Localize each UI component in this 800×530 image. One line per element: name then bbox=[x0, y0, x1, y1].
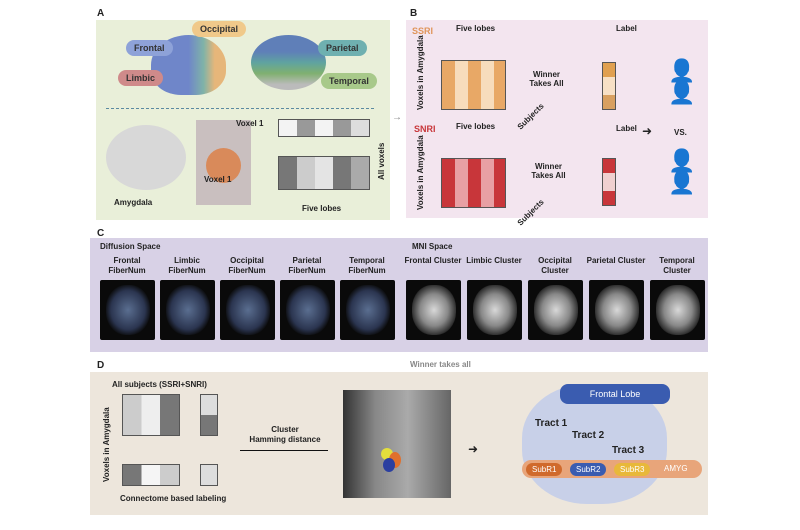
fiber-label: Temporal FiberNum bbox=[348, 256, 386, 275]
voxel-label-2: Voxel 1 bbox=[204, 175, 232, 184]
label-matrix-bottom bbox=[122, 464, 180, 486]
lobe-occipital: Occipital bbox=[192, 21, 247, 37]
arrow-cluster-icon bbox=[240, 450, 328, 451]
diffusion-brain-image bbox=[100, 280, 155, 340]
connector-line bbox=[106, 108, 374, 109]
arrow-result-icon: ➜ bbox=[468, 442, 479, 456]
tract-1-label: Tract 1 bbox=[535, 418, 568, 429]
mri-coronal-image bbox=[343, 390, 451, 498]
all-voxels-label: All voxels bbox=[377, 142, 386, 180]
voxels-amygdala-label: Voxels in Amygdala bbox=[102, 407, 111, 482]
label-matrix-bottom-right bbox=[200, 464, 218, 486]
brain-schematic-image bbox=[522, 384, 667, 504]
subregion-1: SubR1 bbox=[526, 463, 563, 476]
amyg-label: AMYG bbox=[664, 464, 688, 473]
label-matrix-top-right bbox=[200, 394, 218, 436]
mni-brain-image bbox=[406, 280, 461, 340]
diffusion-space-label: Diffusion Space bbox=[100, 242, 161, 251]
panel-label-d: D bbox=[97, 360, 105, 371]
snri-label: SNRI bbox=[414, 124, 436, 134]
brain-lateral-image bbox=[251, 35, 326, 90]
diffusion-brain-image bbox=[160, 280, 215, 340]
subjects-ssri: Subjects bbox=[515, 101, 546, 132]
panel-c: Diffusion Space MNI Space Frontal FiberN… bbox=[90, 238, 708, 352]
cluster-label: Frontal Cluster bbox=[404, 256, 462, 265]
ssri-label: SSRI bbox=[412, 26, 434, 36]
cluster-label: Parietal Cluster bbox=[586, 256, 646, 265]
vs-label: VS. bbox=[674, 128, 687, 137]
lobe-frontal: Frontal bbox=[126, 40, 173, 56]
lobe-limbic: Limbic bbox=[118, 70, 164, 86]
winner-ssri: Winner Takes All bbox=[529, 70, 564, 88]
five-lobes-label: Five lobes bbox=[302, 204, 342, 213]
mni-brain-image bbox=[467, 280, 522, 340]
panel-a: Frontal Occipital Parietal Limbic Tempor… bbox=[96, 20, 390, 220]
arrow-a-b-icon: → bbox=[392, 112, 402, 123]
label-matrix-top bbox=[122, 394, 180, 436]
cluster-label: Temporal Cluster bbox=[659, 256, 695, 275]
connectome-labeling-label: Connectome based labeling bbox=[120, 494, 227, 503]
ssri-label-column bbox=[602, 62, 616, 110]
amygdala-label: Amygdala bbox=[114, 198, 153, 207]
mni-space-label: MNI Space bbox=[412, 242, 453, 251]
amygdala-zoom-image bbox=[196, 120, 251, 205]
panel-label-b: B bbox=[410, 8, 418, 19]
label-ssri: Label bbox=[616, 24, 637, 33]
winner-snri: Winner Takes All bbox=[531, 162, 566, 180]
voxel-row bbox=[278, 119, 370, 137]
voxels-snri-label: Voxels in Amygdala bbox=[416, 135, 425, 210]
amyg-bar bbox=[522, 460, 702, 478]
mni-brain-image bbox=[528, 280, 583, 340]
cluster-label: Occipital Cluster bbox=[538, 256, 572, 275]
snri-matrix bbox=[441, 158, 506, 208]
hamming-label: Hamming distance bbox=[249, 435, 321, 444]
mni-brain-image bbox=[589, 280, 644, 340]
diffusion-brain-image bbox=[280, 280, 335, 340]
brain-sagittal-image bbox=[106, 125, 186, 190]
tract-2-label: Tract 2 bbox=[572, 430, 605, 441]
panel-label-c: C bbox=[97, 228, 105, 239]
all-subjects-label: All subjects (SSRI+SNRI) bbox=[112, 380, 207, 389]
voxels-ssri-label: Voxels in Amygdala bbox=[416, 35, 425, 110]
snri-people-icon: 👤👤 bbox=[668, 148, 696, 195]
cluster-label: Limbic Cluster bbox=[466, 256, 522, 265]
diffusion-brain-image bbox=[340, 280, 395, 340]
five-lobes-ssri: Five lobes bbox=[456, 24, 496, 33]
subregion-3: SubR3 bbox=[614, 463, 651, 476]
winner-takes-all-label: Winner takes all bbox=[410, 360, 471, 369]
frontal-lobe-box: Frontal Lobe bbox=[560, 384, 670, 404]
voxel-label: Voxel 1 bbox=[236, 119, 264, 128]
subjects-snri: Subjects bbox=[515, 197, 546, 228]
five-lobes-snri: Five lobes bbox=[456, 122, 496, 131]
subregion-2: SubR2 bbox=[570, 463, 607, 476]
lobe-parietal: Parietal bbox=[318, 40, 367, 56]
panel-label-a: A bbox=[97, 8, 105, 19]
ssri-people-icon: 👤👤 bbox=[668, 58, 696, 105]
snri-label-column bbox=[602, 158, 616, 206]
panel-b: SSRI Five lobes Voxels in Amygdala Winne… bbox=[406, 20, 708, 227]
fiber-label: Limbic FiberNum bbox=[168, 256, 206, 275]
ssri-matrix bbox=[441, 60, 506, 110]
cluster-label: Cluster bbox=[271, 425, 299, 434]
fiber-label: Frontal FiberNum bbox=[108, 256, 146, 275]
mni-brain-image bbox=[650, 280, 705, 340]
voxel-matrix bbox=[278, 156, 370, 190]
panel-d: All subjects (SSRI+SNRI) Voxels in Amygd… bbox=[90, 372, 708, 515]
arrow-vs-icon: ➜ bbox=[642, 124, 653, 138]
fiber-label: Parietal FiberNum bbox=[288, 256, 326, 275]
diffusion-brain-image bbox=[220, 280, 275, 340]
fiber-label: Occipital FiberNum bbox=[228, 256, 266, 275]
lobe-temporal: Temporal bbox=[321, 73, 377, 89]
label-snri: Label bbox=[616, 124, 637, 133]
tract-3-label: Tract 3 bbox=[612, 445, 645, 456]
